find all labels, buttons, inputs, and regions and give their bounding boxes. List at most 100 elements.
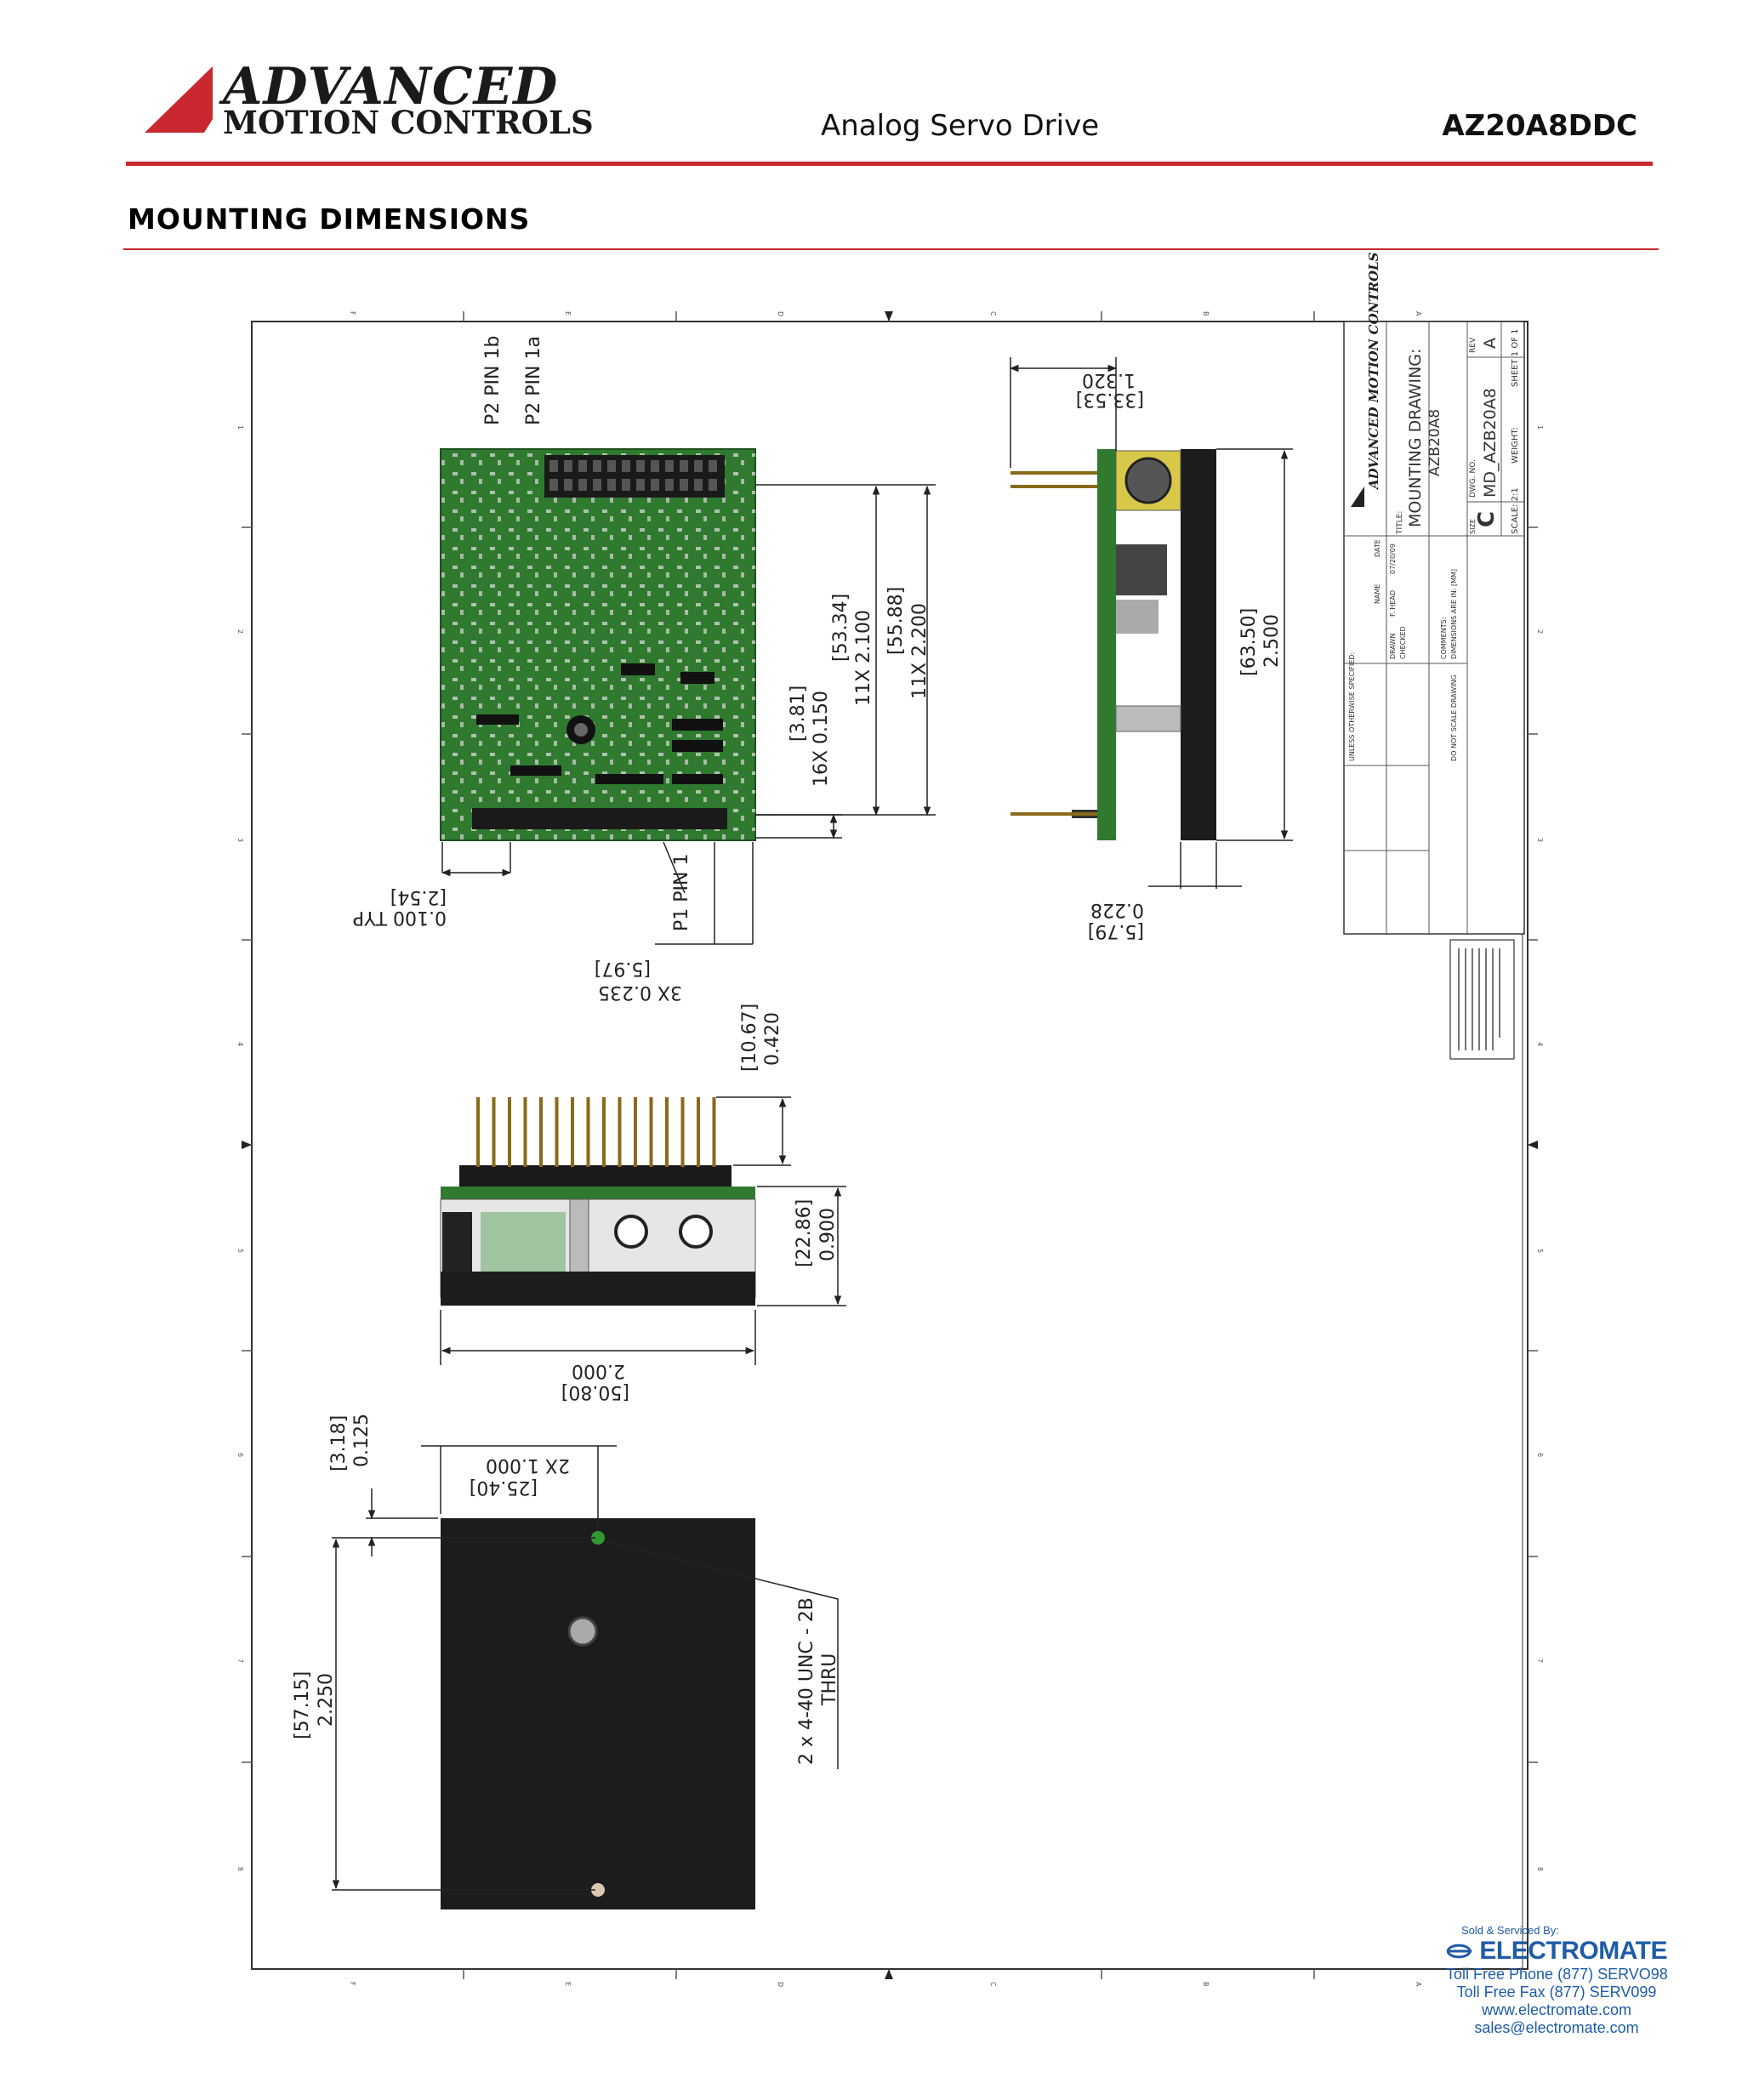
bottom-view-dimensions	[332, 1445, 839, 1891]
zone-side-3: 3	[236, 838, 244, 842]
front-view-dimensions	[440, 1096, 846, 1365]
zone-bot-c: C	[989, 1982, 997, 1987]
dim-plate-mm: [5.79]	[1088, 920, 1144, 942]
dim-p1-offset-in: 3X 0.235	[598, 982, 682, 1003]
p2-contact	[694, 479, 703, 491]
tb-drawn-date: 07/20/09	[1389, 543, 1397, 574]
zone-bot-d: D	[777, 1982, 784, 1987]
dim-pitch-mm: [2.54]	[390, 886, 447, 908]
p2-contact	[607, 460, 616, 472]
thread-note-1: 2 x 4-40 UNC - 2B	[796, 1597, 817, 1765]
zone-side-7: 7	[236, 1659, 244, 1663]
tb-drawn-name: F. HEAD	[1389, 590, 1397, 617]
zone-top-c: C	[989, 311, 997, 316]
sold-by-label: Sold & Serviced By:	[1461, 1924, 1559, 1937]
zone-bot-b: B	[1202, 1982, 1210, 1987]
tb-size-label: SIZE	[1469, 519, 1477, 534]
zone-side-r8: 8	[1536, 1867, 1544, 1871]
distributor-footer: Sold & Serviced By: ELECTROMATE Toll Fre…	[1446, 1924, 1668, 2037]
dim-hole-sp-in: 2X 1.000	[486, 1454, 570, 1476]
mounting-hole-1	[591, 1531, 605, 1545]
tb-rev: A	[1481, 338, 1500, 349]
label-p1-pin1: P1 PIN 1	[671, 854, 692, 931]
website-link[interactable]: www.electromate.com	[1481, 2001, 1632, 2018]
zone-side-r3: 3	[1536, 838, 1544, 842]
pcb-top-view	[440, 448, 756, 841]
zone-side-6: 6	[236, 1453, 244, 1457]
p2-contact	[549, 479, 558, 491]
logo-text-motion-controls: MOTION CONTROLS	[223, 104, 594, 141]
heatsink-plate-bottom	[441, 1518, 755, 1909]
tb-checked: CHECKED	[1399, 626, 1407, 659]
dim-p2-span-mm: [53.34]	[830, 594, 851, 662]
top-view-dimensions	[441, 484, 936, 945]
dim-pin-len-in: 1.320	[1082, 369, 1136, 390]
dim-edge-in: 16X 0.150	[811, 691, 832, 787]
zone-top-f: F	[349, 311, 356, 316]
tb-dims-note: DIMENSIONS ARE IN: [MM]	[1450, 569, 1458, 659]
logo-text-advanced: ADVANCED	[223, 57, 559, 117]
zone-side-r4: 4	[1536, 1042, 1544, 1046]
dim-header-h-in: 0.420	[762, 1012, 783, 1066]
dim-hole-edge-in: 0.125	[351, 1414, 373, 1467]
header-divider	[126, 162, 1653, 166]
dim-header-h-mm: [10.67]	[739, 1004, 760, 1072]
tb-comments: COMMENTS:	[1440, 617, 1448, 659]
dim-side-len-mm: [63.50]	[1238, 608, 1260, 676]
p2-contact	[636, 460, 645, 472]
section-divider	[123, 248, 1659, 250]
dim-edge-mm: [3.81]	[788, 686, 809, 742]
dim-hole-len-mm: [57.15]	[292, 1671, 313, 1739]
p2-contact	[607, 479, 616, 491]
p2-contact	[578, 460, 587, 472]
label-p2-pin1b: P2 PIN 1b	[482, 336, 504, 425]
standoff-hole	[567, 1616, 598, 1647]
dim-body-h-in: 0.900	[817, 1208, 839, 1261]
p2-contact	[593, 460, 601, 472]
zone-side-r1: 1	[1536, 425, 1544, 430]
tb-company: ADVANCED MOTION CONTROLS	[1366, 252, 1381, 491]
tb-drawn: DRAWN	[1389, 634, 1397, 659]
pcb-front-view	[440, 1165, 756, 1306]
dim-pitch-in: 0.100 TYP	[353, 907, 447, 928]
dim-hole-sp-mm: [25.40]	[470, 1477, 538, 1498]
zone-side-5: 5	[236, 1249, 244, 1253]
tb-title-1: MOUNTING DRAWING:	[1406, 349, 1425, 527]
p2-contact	[694, 460, 703, 472]
zone-side-4: 4	[236, 1042, 244, 1046]
tb-name-hdr: NAME	[1374, 584, 1381, 604]
tb-weight: WEIGHT:	[1511, 427, 1520, 464]
p2-contact	[593, 479, 601, 491]
header-pins	[476, 1097, 716, 1167]
p2-contact	[549, 460, 558, 472]
tb-date-hdr: DATE	[1374, 539, 1381, 557]
tb-unless: UNLESS OTHERWISE SPECIFIED:	[1348, 652, 1356, 761]
phone-line: Toll Free Phone (877) SERVO98	[1446, 1966, 1668, 1983]
dim-side-len-in: 2.500	[1261, 614, 1283, 668]
p2-contact	[622, 460, 630, 472]
logo-triangle-icon	[145, 66, 213, 133]
dim-hole-len-in: 2.250	[316, 1673, 337, 1727]
electromate-brand: ELECTROMATE	[1479, 1937, 1667, 1965]
p2-contact	[651, 479, 659, 491]
tb-size: C	[1474, 511, 1500, 527]
zone-side-r6: 6	[1536, 1453, 1544, 1457]
p2-contact	[578, 479, 587, 491]
zone-side-r2: 2	[1536, 629, 1544, 634]
tb-dwg-no: MD_AZB20A8	[1481, 388, 1500, 498]
dim-plate-in: 0.228	[1090, 899, 1144, 920]
tb-sheet: SHEET 1 OF 1	[1511, 329, 1520, 388]
dim-pin-len-mm: [33.53]	[1076, 389, 1144, 410]
zone-top-d: D	[777, 311, 784, 316]
section-title: MOUNTING DIMENSIONS	[128, 202, 531, 236]
p2-contact	[709, 479, 717, 491]
zone-top-b: B	[1202, 311, 1210, 316]
fax-line: Toll Free Fax (877) SERV099	[1456, 1983, 1657, 2000]
zone-side-r7: 7	[1536, 1659, 1544, 1663]
tb-title-2: AZB20A8	[1426, 409, 1443, 476]
dim-p2-span-in: 11X 2.100	[853, 610, 874, 706]
dim-p2-span2-in: 11X 2.200	[909, 603, 931, 699]
zone-side-1: 1	[236, 425, 244, 430]
email-link[interactable]: sales@electromate.com	[1474, 2019, 1639, 2036]
